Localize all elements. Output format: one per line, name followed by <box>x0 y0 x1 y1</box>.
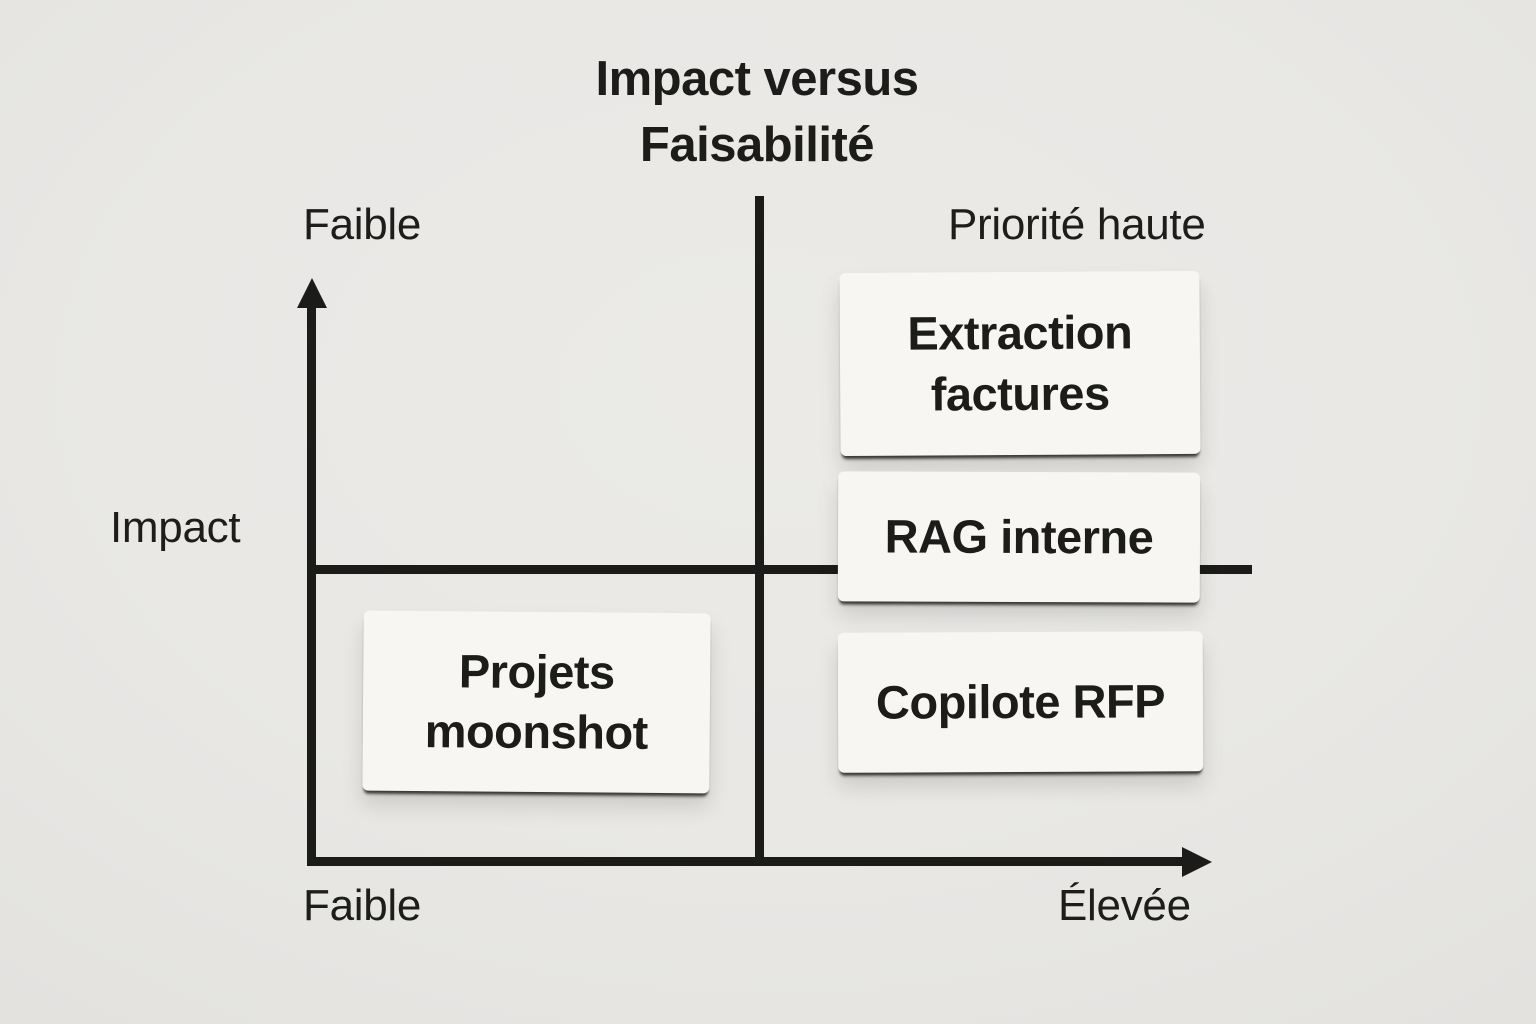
page-title: Impact versus Faisabilité <box>595 46 919 178</box>
y-axis-top-label: Faible <box>303 200 422 249</box>
quadrant-top-right-annotation: Priorité haute <box>948 200 1206 249</box>
card-copilote-rfp: Copilote RFP <box>837 631 1204 773</box>
card-rag-interne: RAG interne <box>837 471 1201 603</box>
page-title-line-1: Impact versus <box>595 52 919 106</box>
vertical-divider-line <box>755 196 764 866</box>
x-axis-low-label: Faible <box>303 881 422 930</box>
y-axis-label: Impact <box>110 503 241 552</box>
card-label: Projets moonshot <box>424 644 649 759</box>
x-axis-high-label: Élevée <box>1058 881 1191 930</box>
card-projets-moonshot: Projets moonshot <box>362 610 711 794</box>
page-title-line-2: Faisabilité <box>639 118 875 172</box>
y-axis-arrowhead-icon <box>297 278 327 308</box>
x-axis-arrowhead-icon <box>1182 847 1212 877</box>
y-axis-line <box>307 300 316 866</box>
horizontal-divider-line <box>307 565 1252 574</box>
card-label: Copilote RFP <box>875 674 1166 729</box>
card-extraction-factures: Extraction factures <box>839 270 1201 457</box>
card-label: Extraction factures <box>907 305 1133 421</box>
card-label: RAG interne <box>884 509 1154 564</box>
x-axis-line <box>307 857 1187 866</box>
